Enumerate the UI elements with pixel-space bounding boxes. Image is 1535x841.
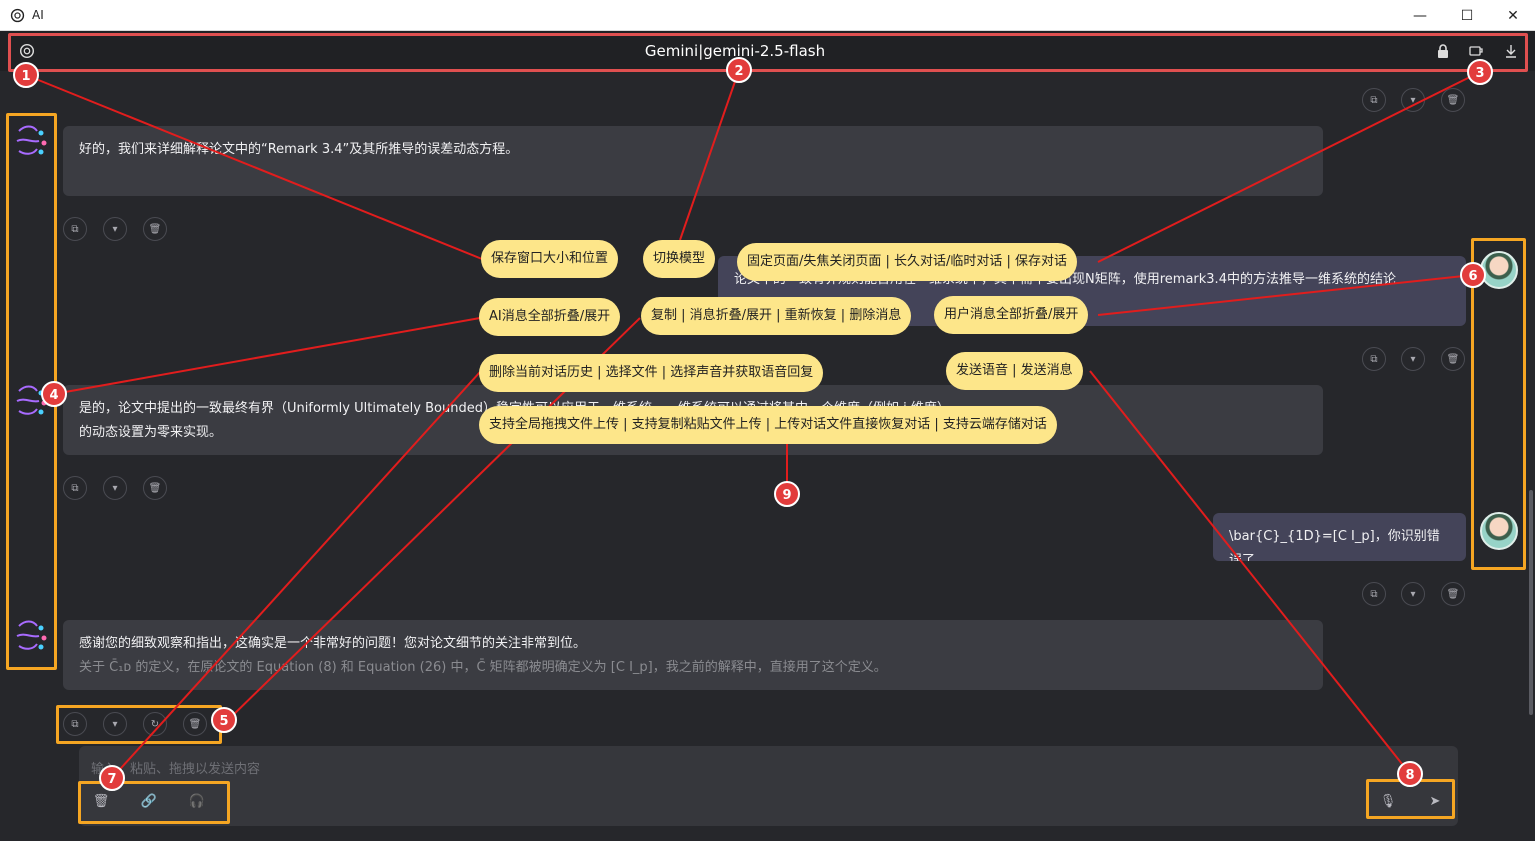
callout-ai-collapse: AI消息全部折叠/展开 <box>479 298 621 336</box>
trash-icon[interactable]: 🗑 <box>143 217 167 241</box>
user-message: \bar{C}_{1D}=[C I_p]，你识别错误了 <box>1213 513 1466 561</box>
callout-message-actions: 复制 | 消息折叠/展开 | 重新恢复 | 删除消息 <box>641 297 912 335</box>
badge-2: 2 <box>726 57 752 83</box>
header-highlight <box>8 33 1528 72</box>
badge-7: 7 <box>99 765 125 791</box>
user-avatar <box>1480 512 1518 550</box>
microphone-icon[interactable]: 🎙 <box>1379 793 1397 809</box>
callout-switch-model: 切换模型 <box>643 240 716 278</box>
badge-9: 9 <box>774 481 800 507</box>
ai-message: 感谢您的细致观察和指出，这确实是一个非常好的问题！您对论文细节的关注非常到位。 … <box>63 620 1323 690</box>
callout-upload-features: 支持全局拖拽文件上传 | 支持复制粘贴文件上传 | 上传对话文件直接恢复对话 |… <box>479 406 1057 444</box>
callout-header-tools: 固定页面/失焦关闭页面 | 长久对话/临时对话 | 保存对话 <box>737 243 1078 281</box>
window-title: AI <box>32 8 44 22</box>
message-text-continued: 关于 C̄₁ᴅ 的定义，在原论文的 Equation (8) 和 Equatio… <box>79 660 887 675</box>
input-left-tools-highlight <box>78 781 230 824</box>
copy-icon[interactable]: ⧉ <box>63 712 87 736</box>
openai-logo-icon[interactable] <box>18 42 36 60</box>
chevron-down-icon[interactable]: ▾ <box>103 217 127 241</box>
chevron-down-icon[interactable]: ▾ <box>1401 582 1425 606</box>
copy-icon[interactable]: ⧉ <box>1362 88 1386 112</box>
badge-8: 8 <box>1397 761 1423 787</box>
badge-4: 4 <box>41 381 67 407</box>
trash-icon[interactable]: 🗑 <box>1441 88 1465 112</box>
ai-message: 好的，我们来详细解释论文中的“Remark 3.4”及其所推导的误差动态方程。 <box>63 126 1323 196</box>
copy-icon[interactable]: ⧉ <box>63 476 87 500</box>
message-text: 感谢您的细致观察和指出，这确实是一个非常好的问题！您对论文细节的关注非常到位。 <box>79 636 587 651</box>
cup-icon[interactable] <box>1468 43 1484 59</box>
badge-6: 6 <box>1460 262 1486 288</box>
chevron-down-icon[interactable]: ▾ <box>103 476 127 500</box>
user-avatars-highlight <box>1471 238 1526 570</box>
callout-send: 发送语音 | 发送消息 <box>946 352 1083 390</box>
callout-input-tools: 删除当前对话历史 | 选择文件 | 选择声音并获取语音回复 <box>479 354 824 392</box>
message-text: \bar{C}_{1D}=[C I_p]，你识别错误了 <box>1229 529 1440 561</box>
ai-avatar-icon <box>16 620 47 650</box>
send-icon[interactable]: ➤ <box>1429 793 1441 809</box>
badge-1: 1 <box>13 62 39 88</box>
message-actions-highlight <box>56 705 222 744</box>
trash-icon[interactable]: 🗑 <box>143 476 167 500</box>
close-button[interactable]: ✕ <box>1507 7 1519 24</box>
trash-icon[interactable]: 🗑 <box>92 793 110 809</box>
copy-icon[interactable]: ⧉ <box>1362 582 1386 606</box>
maximize-button[interactable]: ☐ <box>1460 7 1474 24</box>
app-header: Gemini|gemini-2.5-flash <box>0 31 1535 71</box>
chevron-down-icon[interactable]: ▾ <box>1401 347 1425 371</box>
headphones-icon[interactable]: 🎧 <box>188 793 206 809</box>
trash-icon[interactable]: 🗑 <box>1441 582 1465 606</box>
window-titlebar: AI — ☐ ✕ <box>0 0 1535 31</box>
copy-icon[interactable]: ⧉ <box>1362 347 1386 371</box>
badge-5: 5 <box>211 707 237 733</box>
badge-3: 3 <box>1467 59 1493 85</box>
callout-save-window: 保存窗口大小和位置 <box>481 240 619 278</box>
trash-icon[interactable]: 🗑 <box>1441 347 1465 371</box>
minimize-button[interactable]: — <box>1413 7 1427 24</box>
scrollbar-thumb[interactable] <box>1529 490 1533 715</box>
openai-logo-icon <box>10 8 25 23</box>
model-switch[interactable]: Gemini|gemini-2.5-flash <box>644 42 826 60</box>
link-icon[interactable]: 🔗 <box>140 793 158 809</box>
download-icon[interactable] <box>1503 43 1519 59</box>
chevron-down-icon[interactable]: ▾ <box>1401 88 1425 112</box>
copy-icon[interactable]: ⧉ <box>63 217 87 241</box>
callout-user-collapse: 用户消息全部折叠/展开 <box>934 296 1089 334</box>
chat-input-box[interactable]: 输入、粘贴、拖拽以发送内容 🗑 🔗 🎧 🎙 ➤ <box>79 746 1458 826</box>
message-text: 好的，我们来详细解释论文中的“Remark 3.4”及其所推导的误差动态方程。 <box>79 142 519 157</box>
lock-icon[interactable] <box>1435 43 1451 59</box>
